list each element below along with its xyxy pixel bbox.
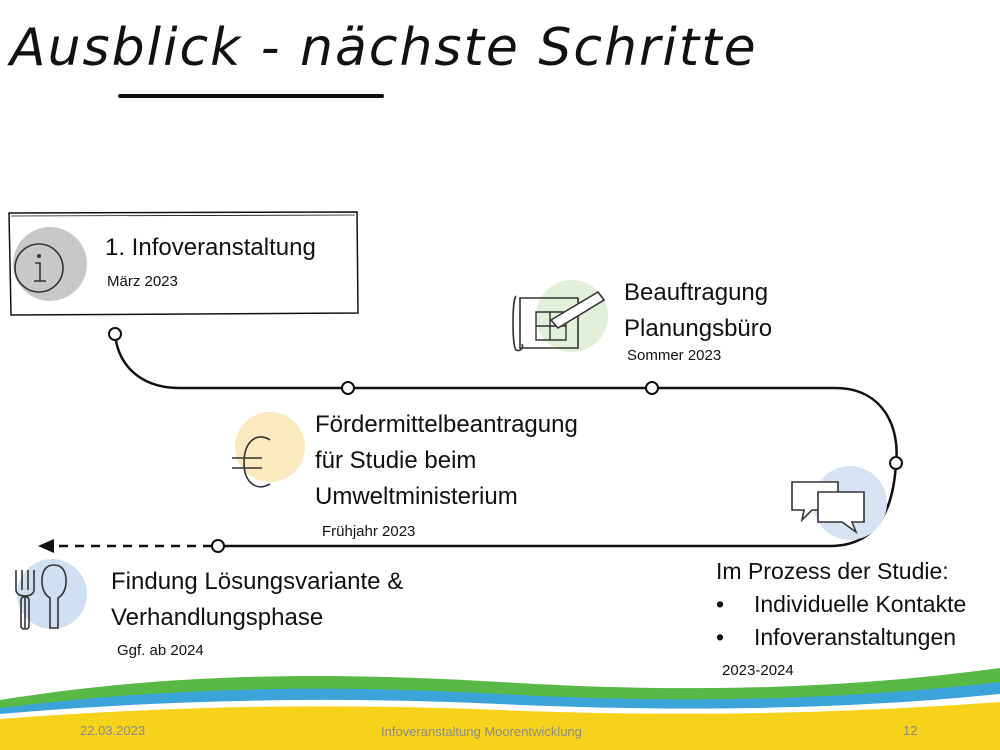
list-item: •Infoveranstaltungen [716,624,957,650]
footer-page-number: 12 [903,723,918,738]
arrowhead [38,539,54,553]
step-foerder-title: Fördermittelbeantragung für Studie beim … [315,411,578,510]
step-findung-date: Ggf. ab 2024 [117,642,204,659]
step-info1-title: 1. Infoveranstaltung [105,234,316,261]
step-foerder-date: Frühjahr 2023 [322,523,416,540]
fork-shovel-icon [15,559,87,630]
step-prozess-block: Im Prozess der Studie: •Individuelle Kon… [716,555,966,654]
step-findung-title: Findung Lösungsvariante & Verhandlungsph… [111,568,404,631]
footer-title: Infoveranstaltung Moorentwicklung [381,724,582,739]
timeline-node-4 [889,456,903,470]
title-underline [118,94,384,98]
blueprint-pencil-icon [512,280,608,352]
timeline-node-1 [108,327,122,341]
speech-bubbles-icon [791,466,887,540]
timeline-node-3 [645,381,659,395]
slide-title: Ausblick - nächste Schritte [10,18,758,78]
step-beauftragung-title: Beauftragung Planungsbüro [624,279,773,342]
step-beauftragung-date: Sommer 2023 [627,347,722,364]
step-prozess-title: Im Prozess der Studie: [716,558,949,584]
timeline-node-2 [341,381,355,395]
euro-icon [232,412,305,488]
timeline-node-5 [211,539,225,553]
list-item: •Individuelle Kontakte [716,591,967,617]
footer-date: 22.03.2023 [80,723,146,738]
step-info1-date: März 2023 [107,273,178,290]
step-prozess-date: 2023-2024 [722,662,794,679]
info-box [8,211,359,316]
footer-waves [0,668,1000,750]
info-icon [13,227,87,301]
